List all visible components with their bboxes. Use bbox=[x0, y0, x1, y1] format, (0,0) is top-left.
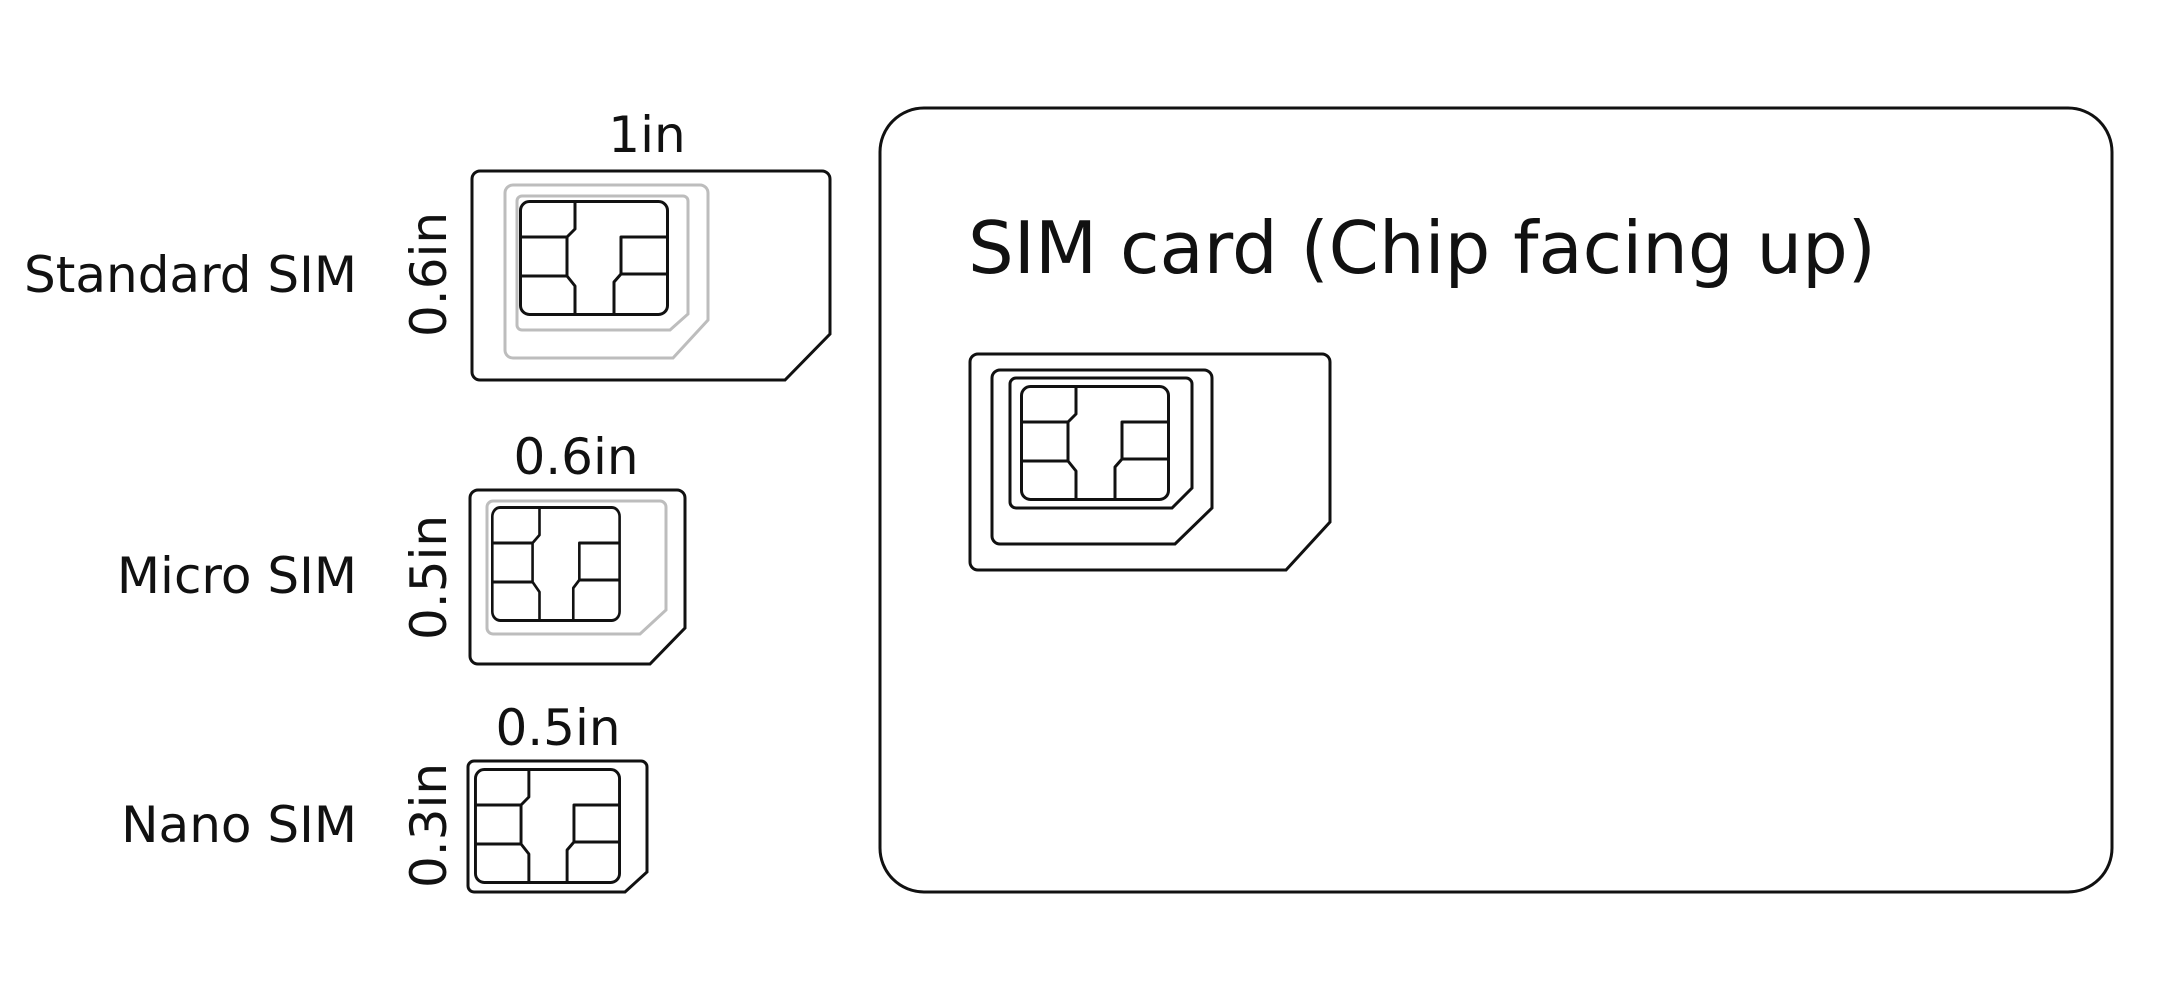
nano-sim bbox=[466, 759, 649, 894]
nano-sim-chip-icon bbox=[473, 768, 622, 884]
micro-sim-width: 0.6in bbox=[513, 428, 639, 486]
standard-sim-width: 1in bbox=[608, 106, 686, 164]
sim-card-panel bbox=[878, 106, 2114, 894]
micro-sim-height: 0.5in bbox=[400, 514, 458, 640]
micro-sim bbox=[468, 488, 687, 666]
micro-sim-chip-icon bbox=[490, 506, 622, 622]
standard-sim bbox=[470, 169, 832, 382]
nano-sim-width: 0.5in bbox=[495, 699, 621, 757]
standard-sim-chip-icon bbox=[519, 200, 669, 316]
card-tri-cut-sim bbox=[968, 352, 1332, 572]
card-title: SIM card (Chip facing up) bbox=[968, 206, 1876, 290]
card-sim-chip-icon bbox=[1020, 385, 1170, 501]
nano-sim-label: Nano SIM bbox=[121, 796, 357, 854]
nano-sim-height: 0.3in bbox=[400, 762, 458, 888]
standard-sim-height: 0.6in bbox=[400, 211, 458, 337]
micro-sim-label: Micro SIM bbox=[116, 547, 357, 605]
standard-sim-label: Standard SIM bbox=[24, 246, 357, 304]
